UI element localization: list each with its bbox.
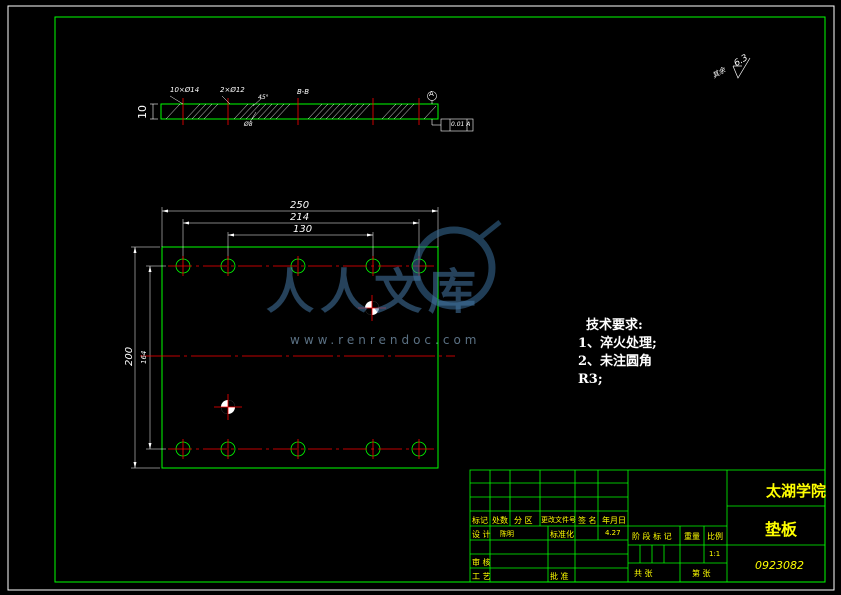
drawing-code: 0923082 [755, 559, 804, 572]
tech-item-2: 2、未注圆角 [578, 354, 653, 369]
tech-item-3: R3; [578, 372, 603, 387]
dim-height-inner: 164 [140, 350, 148, 364]
side-view-hatch [165, 103, 437, 120]
tb-approve: 批 准 [550, 572, 569, 581]
dowel-hole-upper [358, 295, 386, 321]
tb-std-date: 4.27 [605, 529, 621, 537]
tolerance-frame [440, 118, 474, 132]
tb-review: 审 核 [472, 558, 491, 567]
note-holes-a: 10×Ø14 [170, 86, 200, 94]
tb-standardize: 标准化 [550, 530, 574, 539]
tb-sheets-total: 共 张 [634, 569, 653, 578]
dim-width-total: 250 [290, 200, 310, 211]
side-view-centerlines [182, 98, 420, 125]
dim-hole-span-outer: 214 [290, 212, 310, 223]
datum-label: A [429, 90, 434, 98]
title-block [469, 469, 826, 583]
tb-count: 处数 [492, 516, 508, 525]
tb-design: 设 计 [472, 530, 491, 539]
tb-weight: 重量 [684, 532, 700, 541]
note-holes-b: 2×Ø12 [220, 86, 245, 94]
sheet-outer-frame [7, 5, 835, 591]
tb-sheet-no: 第 张 [692, 569, 711, 578]
plate-outline [161, 246, 439, 469]
watermark-url: www.renrendoc.com [290, 333, 481, 347]
tb-scale: 比例 [707, 532, 723, 541]
tb-zone: 分 区 [514, 516, 533, 525]
plan-view [131, 207, 455, 469]
tb-doc-no: 更改文件号 [541, 516, 576, 524]
dim-height-total: 200 [124, 346, 135, 366]
depth-mark: Ø8 [244, 121, 253, 128]
school-name: 太湖学院 [766, 482, 827, 500]
side-view-body [160, 103, 439, 120]
side-view [150, 91, 474, 132]
tech-item-1: 1、淬火处理; [578, 336, 657, 351]
watermark-logo [412, 220, 502, 310]
tech-requirements: 技术要求: 1、淬火处理; 2、未注圆角 R3; [578, 317, 657, 389]
tb-stage: 阶 段 标 记 [632, 532, 672, 541]
tb-process: 工 艺 [472, 572, 491, 581]
angle-mark: 45° [258, 94, 269, 101]
flatness-value: 0.01 A [451, 121, 471, 128]
dowel-hole-lower [214, 394, 242, 420]
watermark-brand: 人人文库 [266, 264, 483, 320]
tb-date: 年月日 [602, 516, 626, 525]
tech-title: 技术要求: [586, 318, 643, 333]
tb-mark: 标记 [472, 516, 488, 525]
dim-hole-span-inner: 130 [293, 224, 313, 235]
roughness-symbol [732, 57, 751, 79]
section-mark: B-B [297, 88, 310, 96]
tb-sign: 签 名 [578, 516, 597, 525]
dim-thickness: 10 [136, 105, 149, 119]
tb-designer: 陈明 [500, 530, 514, 538]
part-name: 垫板 [765, 520, 798, 539]
sheet-inner-border [54, 16, 826, 583]
tb-scale-value: 1:1 [709, 550, 721, 558]
